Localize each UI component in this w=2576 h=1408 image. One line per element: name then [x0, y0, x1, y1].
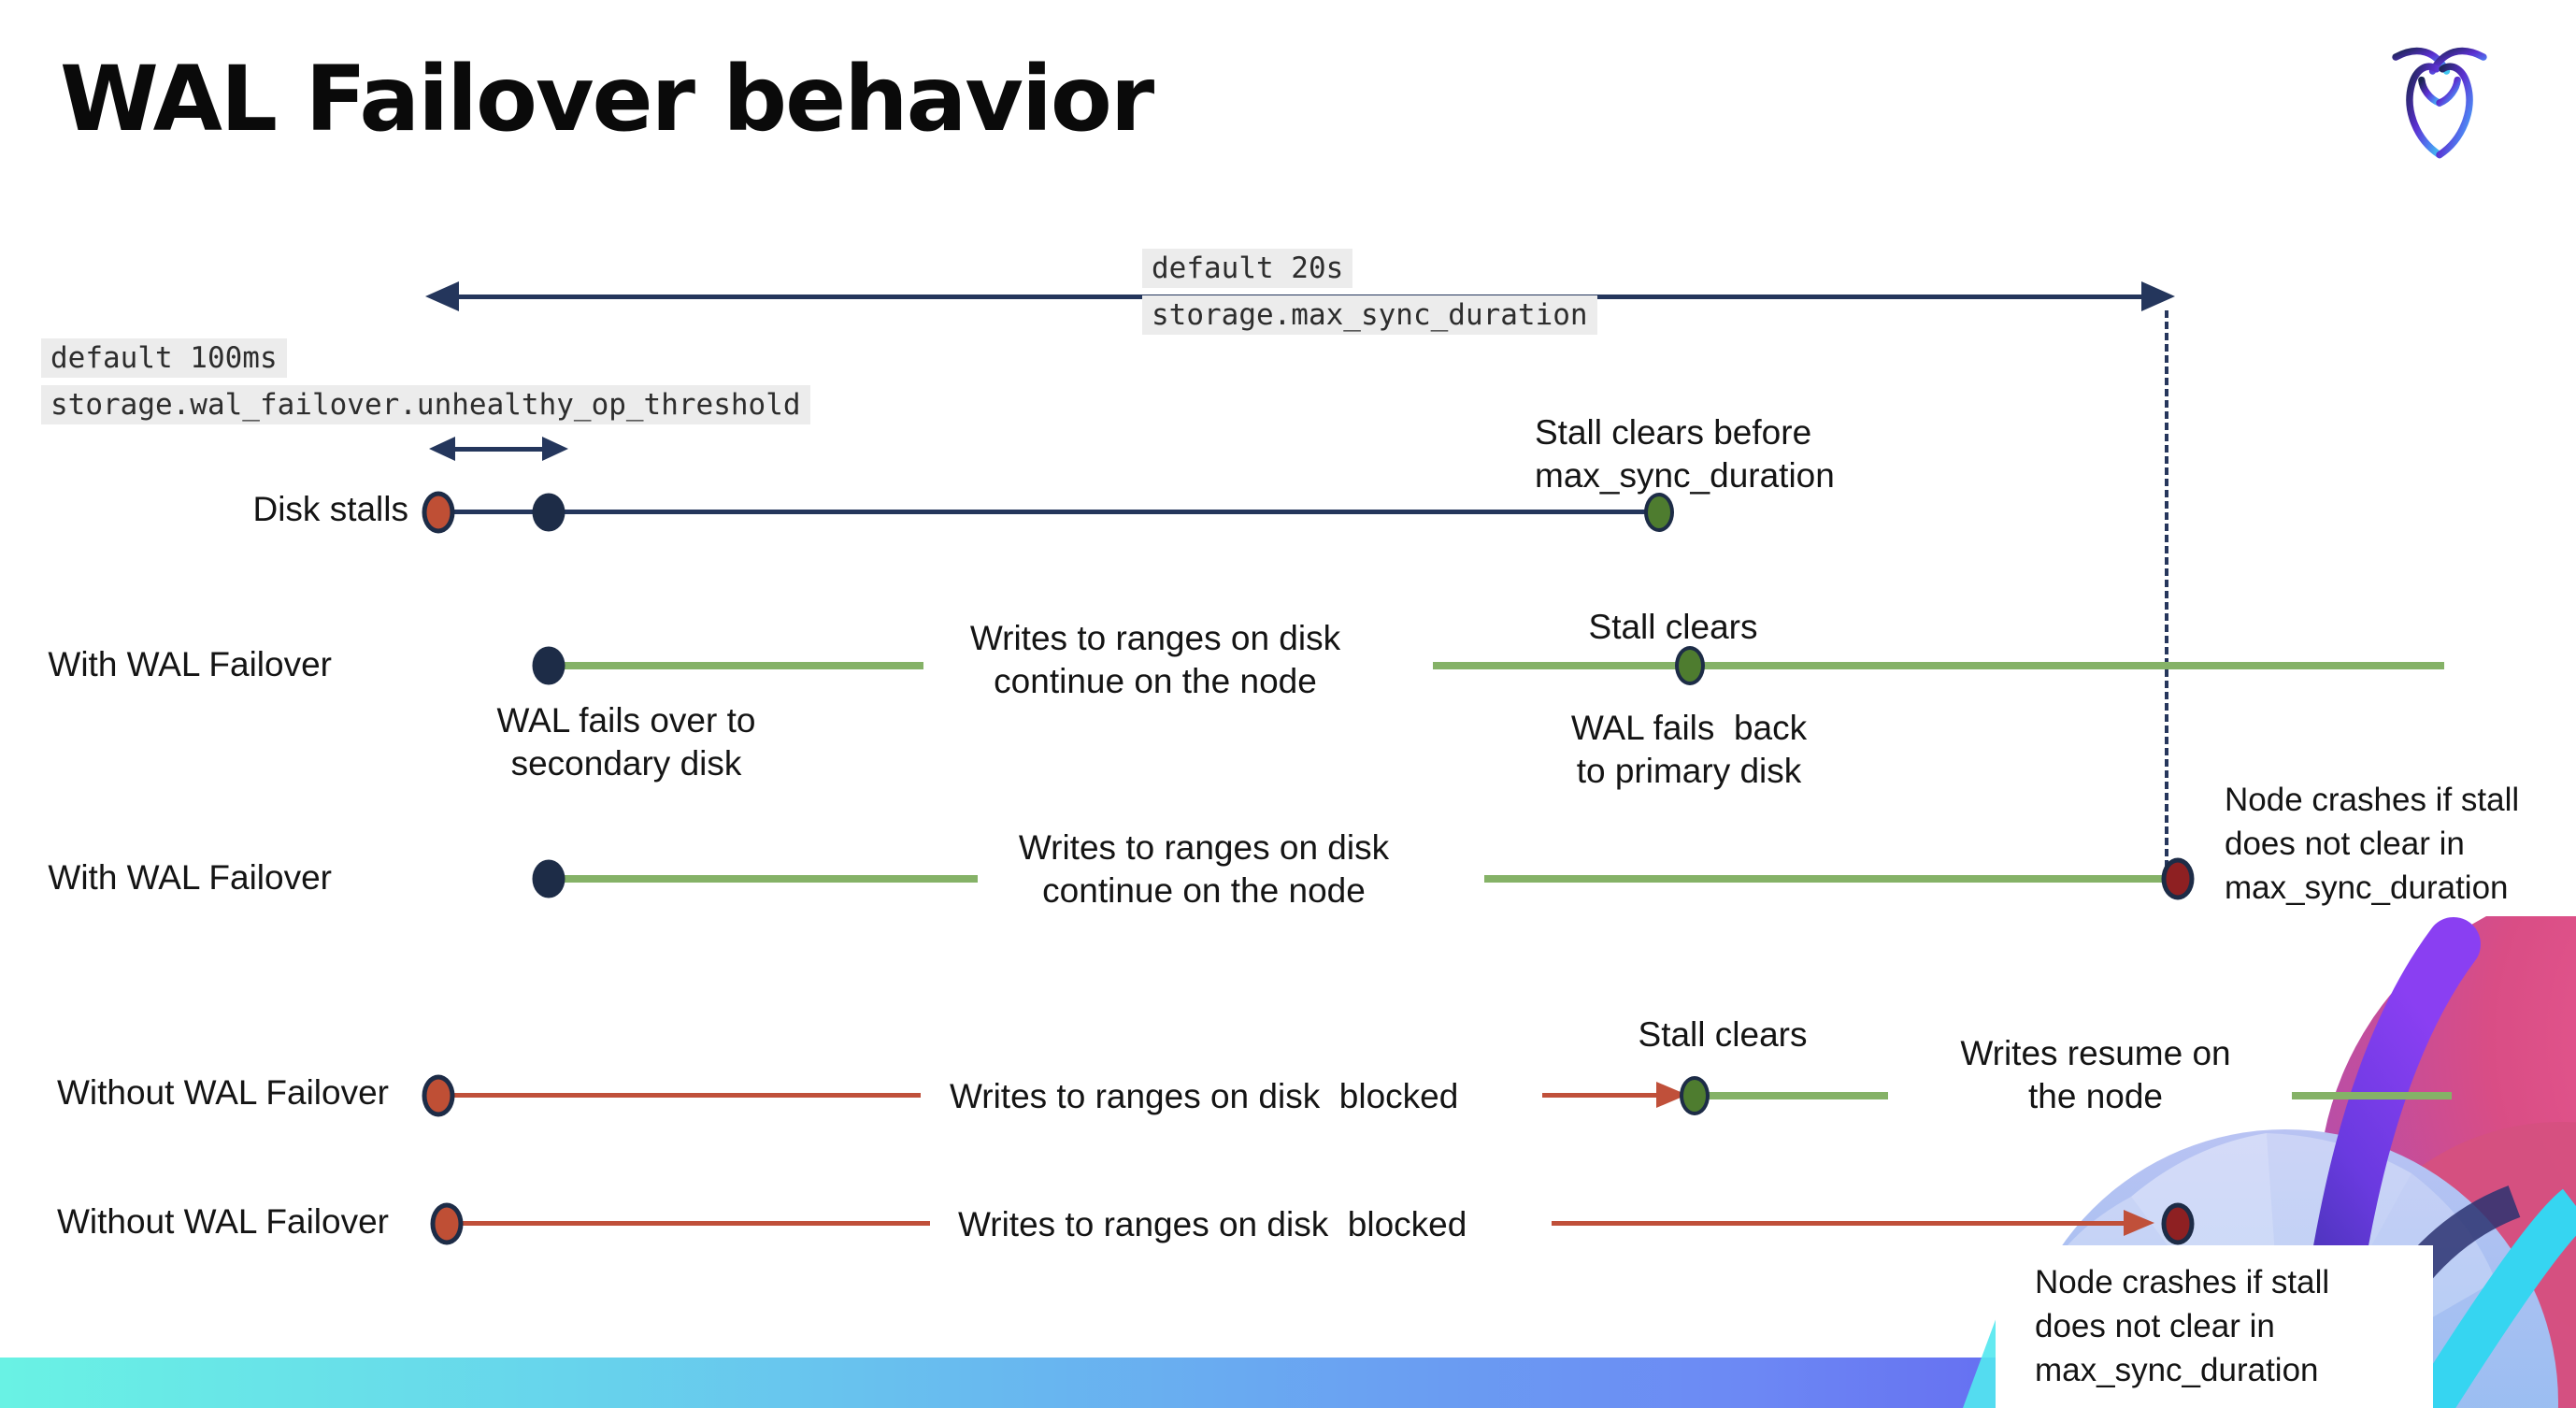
stall-clears-before-text: Stall clears before max_sync_duration [1535, 413, 1835, 495]
max-sync-deadline-dashed-line [2165, 310, 2168, 868]
green-timeline-segment [1709, 1092, 1888, 1099]
node-crashes-text: Node crashes if stall does not clear in … [2225, 782, 2520, 906]
red-arrowhead-icon [2124, 1210, 2154, 1236]
disk-stalls-timeline [438, 510, 1659, 514]
small-arrow-right-icon [542, 437, 568, 461]
green-timeline-segment [2292, 1092, 2452, 1099]
arrow-left-icon [425, 281, 459, 311]
green-timeline-segment [1484, 875, 2167, 883]
stall-start-dot [430, 1202, 464, 1245]
threshold-dot [532, 493, 565, 532]
writes-resume-text: Writes resume on the node [1960, 1034, 2231, 1115]
row-label-with-wal-failover-2: With WAL Failover [48, 858, 332, 897]
node-crash-dot [2161, 1202, 2195, 1245]
green-timeline-segment [561, 662, 923, 669]
node-crashes-text: Node crashes if stall does not clear in … [2035, 1264, 2330, 1388]
stall-clears-text: Stall clears [1638, 1015, 1808, 1054]
small-arrow-left-icon [429, 437, 455, 461]
stall-start-dot [422, 491, 455, 534]
threshold-arrow-line [445, 447, 551, 452]
writes-continue-text: Writes to ranges on disk continue on the… [1018, 828, 1390, 910]
max-sync-setting-label: storage.max_sync_duration [1142, 295, 1597, 335]
failover-dot [532, 859, 565, 898]
row-label-with-wal-failover-1: With WAL Failover [48, 645, 332, 683]
red-timeline-segment [447, 1221, 930, 1226]
fails-over-text: WAL fails over to secondary disk [496, 701, 756, 783]
failover-dot [532, 646, 565, 685]
row-label-disk-stalls: Disk stalls [252, 490, 408, 528]
threshold-setting-label: storage.wal_failover.unhealthy_op_thresh… [41, 385, 810, 424]
red-timeline-segment [438, 1093, 921, 1098]
page-title: WAL Failover behavior [60, 47, 1154, 151]
green-timeline-segment [1433, 662, 2444, 669]
fails-back-text: WAL fails back to primary disk [1570, 709, 1808, 790]
stall-start-dot [422, 1074, 455, 1117]
green-timeline-segment [561, 875, 978, 883]
stall-clears-dot [1675, 646, 1705, 685]
red-timeline-segment [1552, 1221, 2125, 1226]
stall-clears-dot [1680, 1076, 1710, 1115]
writes-blocked-text: Writes to ranges on disk blocked [950, 1077, 1459, 1115]
arrow-right-icon [2141, 281, 2175, 311]
writes-blocked-text: Writes to ranges on disk blocked [958, 1205, 1467, 1243]
stall-clears-dot [1644, 493, 1674, 532]
cockroachdb-bug-icon [2389, 41, 2490, 161]
row-label-without-wal-failover-1: Without WAL Failover [56, 1073, 389, 1112]
max-sync-default-label: default 20s [1142, 249, 1353, 288]
row-label-without-wal-failover-2: Without WAL Failover [56, 1202, 389, 1241]
node-crash-dot [2161, 857, 2195, 900]
threshold-default-label: default 100ms [41, 338, 287, 378]
node-crashes-callout-box [1996, 1245, 2433, 1408]
red-timeline-segment [1542, 1093, 1659, 1098]
writes-continue-text: Writes to ranges on disk continue on the… [969, 619, 1341, 700]
stall-clears-text: Stall clears [1588, 608, 1758, 646]
